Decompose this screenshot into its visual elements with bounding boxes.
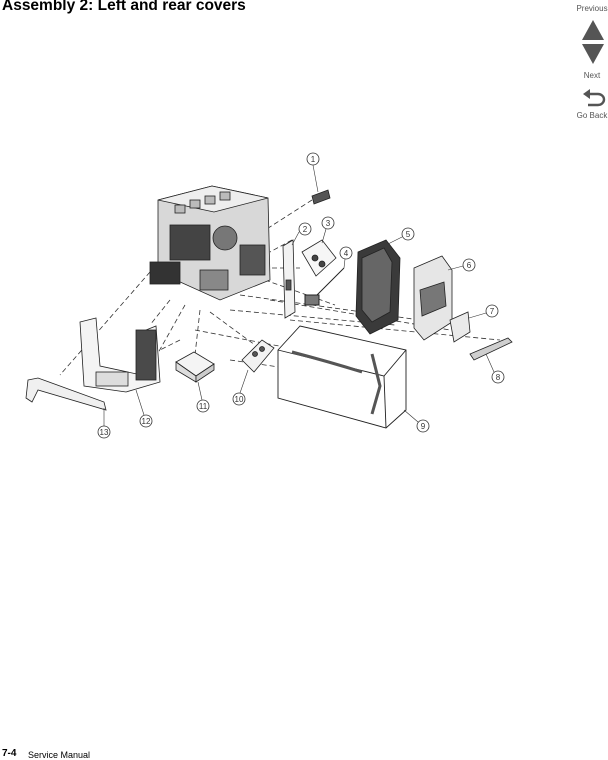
callout-label-13: 13: [100, 428, 109, 437]
part-12-frame-cover: [79, 317, 161, 393]
callout-label-9: 9: [421, 422, 426, 431]
callout-label-12: 12: [142, 417, 151, 426]
part-1-bracket: [311, 189, 331, 205]
previous-label: Previous: [576, 4, 608, 13]
part-2-strip: [282, 239, 296, 319]
part-4-lever: [304, 267, 345, 306]
part-10-panel: [241, 339, 275, 373]
callout-12: 12: [135, 389, 153, 428]
next-arrow-icon[interactable]: [582, 44, 604, 64]
part-8-strip: [469, 337, 513, 361]
go-back-icon[interactable]: [582, 88, 606, 110]
previous-next-buttons: [582, 20, 604, 64]
part-9-side-cover: [277, 325, 407, 429]
page-number: 7-4: [2, 748, 17, 759]
part-3-plate: [301, 239, 337, 277]
callout-label-2: 2: [303, 225, 308, 234]
previous-arrow-icon[interactable]: [582, 20, 604, 40]
callout-label-5: 5: [406, 230, 411, 239]
callout-10: 10: [232, 369, 249, 406]
callout-label-1: 1: [311, 155, 316, 164]
callout-label-8: 8: [496, 373, 501, 382]
footer-text: Service Manual: [28, 750, 91, 760]
part-7-panel: [449, 311, 471, 343]
callout-label-6: 6: [467, 261, 472, 270]
callout-label-4: 4: [344, 249, 349, 258]
page-title: Assembly 2: Left and rear covers: [2, 0, 246, 14]
callout-3: 3: [321, 216, 335, 244]
callout-label-10: 10: [235, 395, 244, 404]
callout-7: 7: [468, 304, 499, 319]
callout-label-11: 11: [199, 402, 208, 411]
callout-8: 8: [485, 353, 505, 384]
callout-2: 2: [291, 222, 312, 246]
callout-6: 6: [447, 258, 476, 272]
callout-1: 1: [306, 152, 320, 193]
callout-label-3: 3: [326, 219, 331, 228]
part-13-rail: [25, 377, 107, 411]
callout-11: 11: [196, 381, 210, 413]
callout-9: 9: [403, 409, 430, 433]
part-6-rear-panel: [413, 255, 453, 341]
callout-5: 5: [387, 227, 415, 245]
callout-13: 13: [97, 408, 111, 439]
part-5-cover: [355, 239, 401, 335]
callouts: 1 2 3 4 5 6 7: [97, 152, 505, 439]
callout-4: 4: [339, 246, 353, 269]
go-back-label[interactable]: Go Back: [576, 111, 608, 120]
printer-frame: [149, 185, 271, 301]
part-11-box: [175, 351, 215, 383]
callout-label-7: 7: [490, 307, 495, 316]
next-label[interactable]: Next: [583, 71, 601, 80]
